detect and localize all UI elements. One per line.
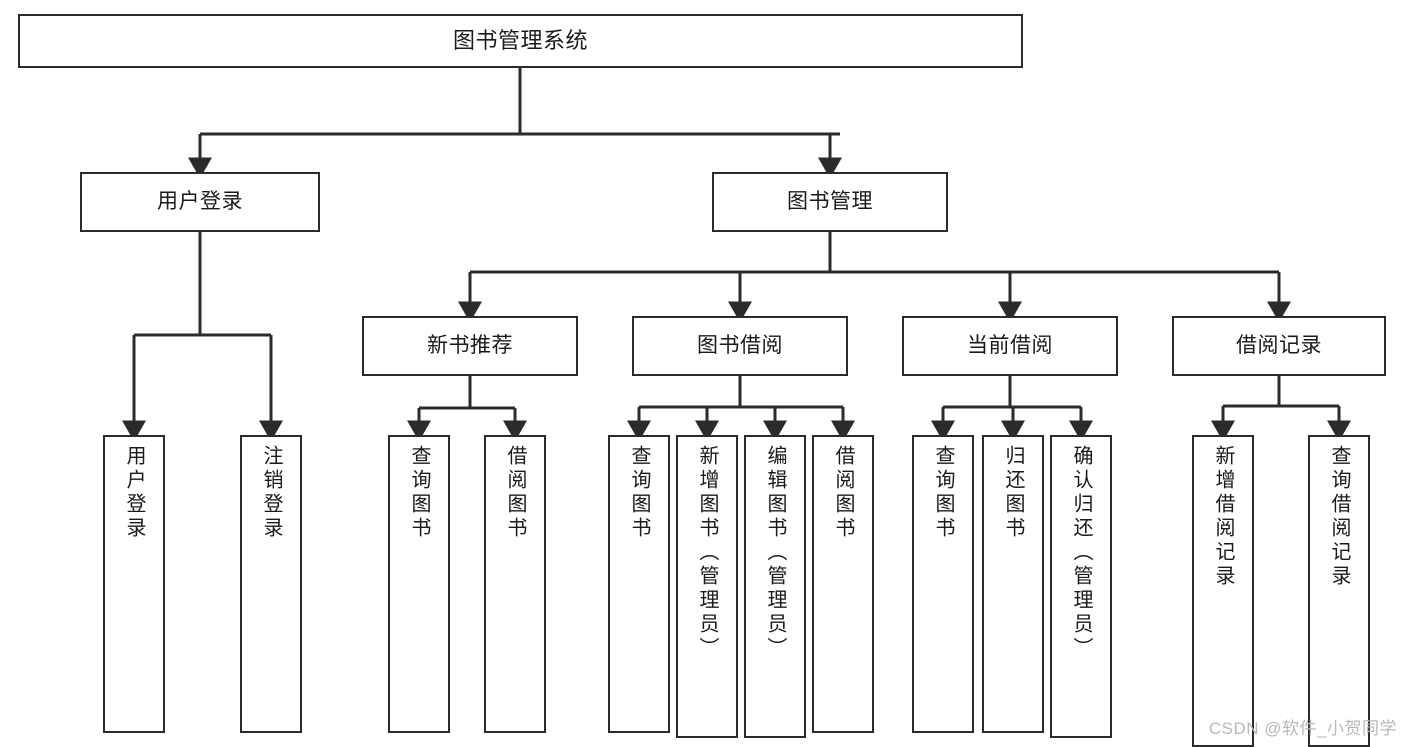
node-root-label: 图书管理系统 (452, 28, 588, 54)
leaf-return-book[interactable]: 归还图书 (982, 435, 1044, 733)
node-borrow-record-label: 借阅记录 (1236, 333, 1322, 357)
leaf-logout[interactable]: 注销登录 (240, 435, 302, 733)
node-book-manage-label: 图书管理 (787, 189, 873, 213)
leaf-add-book-label: 新增图书（管理员） (696, 445, 718, 661)
leaf-borrow-book-2-label: 借阅图书 (832, 445, 854, 541)
node-book-borrow-label: 图书借阅 (697, 333, 783, 357)
leaf-borrow-book-1-label: 借阅图书 (504, 445, 526, 541)
leaf-edit-book[interactable]: 编辑图书（管理员） (744, 435, 806, 738)
leaf-query-book-1[interactable]: 查询图书 (388, 435, 450, 733)
node-new-book-rec-label: 新书推荐 (427, 333, 513, 357)
leaf-query-book-1-label: 查询图书 (408, 445, 430, 541)
leaf-query-book-3-label: 查询图书 (932, 445, 954, 541)
leaf-user-login[interactable]: 用户登录 (103, 435, 165, 733)
node-user-login-label: 用户登录 (157, 189, 243, 213)
leaf-logout-label: 注销登录 (260, 445, 282, 541)
leaf-query-book-2-label: 查询图书 (628, 445, 650, 541)
leaf-add-record-label: 新增借阅记录 (1212, 445, 1234, 589)
leaf-add-record[interactable]: 新增借阅记录 (1192, 435, 1254, 747)
leaf-edit-book-label: 编辑图书（管理员） (764, 445, 786, 661)
leaf-borrow-book-1[interactable]: 借阅图书 (484, 435, 546, 733)
leaf-query-book-2[interactable]: 查询图书 (608, 435, 670, 733)
leaf-confirm-return[interactable]: 确认归还（管理员） (1050, 435, 1112, 738)
leaf-user-login-label: 用户登录 (123, 445, 145, 541)
node-user-login[interactable]: 用户登录 (80, 172, 320, 232)
leaf-query-book-3[interactable]: 查询图书 (912, 435, 974, 733)
node-book-borrow[interactable]: 图书借阅 (632, 316, 848, 376)
leaf-query-record-label: 查询借阅记录 (1328, 445, 1350, 589)
node-root[interactable]: 图书管理系统 (18, 14, 1023, 68)
node-new-book-rec[interactable]: 新书推荐 (362, 316, 578, 376)
node-current-borrow-label: 当前借阅 (967, 333, 1053, 357)
node-current-borrow[interactable]: 当前借阅 (902, 316, 1118, 376)
node-book-manage[interactable]: 图书管理 (712, 172, 948, 232)
leaf-return-book-label: 归还图书 (1002, 445, 1024, 541)
leaf-borrow-book-2[interactable]: 借阅图书 (812, 435, 874, 733)
leaf-query-record[interactable]: 查询借阅记录 (1308, 435, 1370, 747)
leaf-add-book[interactable]: 新增图书（管理员） (676, 435, 738, 738)
watermark-text: CSDN @软件_小贺同学 (1208, 719, 1397, 738)
leaf-confirm-return-label: 确认归还（管理员） (1070, 445, 1092, 661)
node-borrow-record[interactable]: 借阅记录 (1172, 316, 1386, 376)
